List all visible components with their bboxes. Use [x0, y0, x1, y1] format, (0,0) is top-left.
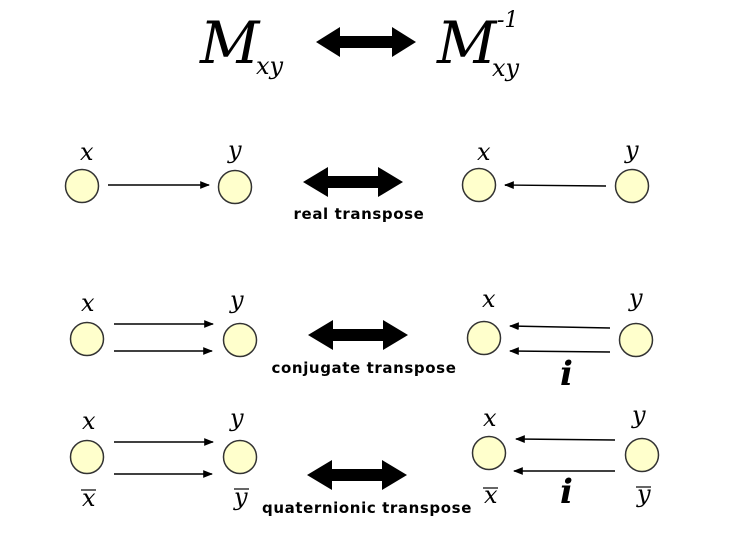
node-y: [222, 439, 258, 475]
node-label-x: x: [477, 138, 491, 166]
node-label-x: x: [482, 285, 496, 313]
row-conjugate-transpose: x y conjugate transpose x y i: [69, 284, 654, 394]
imaginary-unit-marker: i: [560, 354, 573, 394]
conj-label-x: x: [484, 481, 498, 509]
node-y: [614, 168, 650, 204]
formula-left-subscript: xy: [256, 52, 284, 80]
node-y: [217, 169, 253, 205]
edge-y-to-x-1: [509, 322, 611, 331]
node-label-y: y: [229, 286, 244, 314]
node-y: [222, 322, 258, 358]
node-x: [69, 321, 105, 357]
conj-label-y: y: [233, 483, 248, 511]
node-label-y: y: [229, 404, 244, 432]
caption-conjugate-transpose: conjugate transpose: [272, 359, 457, 377]
formula-double-arrow: [316, 27, 416, 57]
node-label-x: x: [81, 289, 95, 317]
transpose-double-arrow: [308, 320, 408, 350]
node-label-y: y: [227, 136, 242, 164]
node-x: [64, 168, 100, 204]
node-label-y: y: [624, 136, 639, 164]
edge-y-to-x-2: [509, 347, 611, 356]
node-label-y: y: [628, 284, 643, 312]
edge-y-to-x: [504, 181, 607, 190]
node-x: [69, 439, 105, 475]
node-x: [471, 435, 507, 471]
node-label-y: y: [631, 401, 646, 429]
formula: M xy M -1 xy: [199, 8, 520, 82]
transpose-double-arrow: [303, 167, 403, 197]
node-label-x: x: [483, 404, 497, 432]
edge-y-to-x-1: [515, 435, 616, 444]
imaginary-unit-marker: i: [560, 472, 573, 512]
node-y: [618, 322, 654, 358]
formula-right-subscript: xy: [492, 54, 520, 82]
row-quaternionic-transpose: x y x y quaternionic transpose x y x y i: [69, 401, 660, 517]
formula-right-superscript: -1: [497, 8, 518, 33]
conj-label-x: x: [82, 484, 96, 512]
row-real-transpose: x y real transpose x y: [64, 136, 650, 223]
caption-real-transpose: real transpose: [294, 205, 425, 223]
formula-left-symbol: M: [199, 9, 261, 77]
node-x: [461, 167, 497, 203]
node-x: [466, 320, 502, 356]
node-label-x: x: [80, 138, 94, 166]
node-label-x: x: [82, 407, 96, 435]
node-y: [624, 437, 660, 473]
transpose-double-arrow: [307, 460, 407, 490]
caption-quaternionic-transpose: quaternionic transpose: [262, 499, 472, 517]
conj-label-y: y: [636, 480, 651, 508]
formula-right-symbol: M: [436, 9, 498, 77]
